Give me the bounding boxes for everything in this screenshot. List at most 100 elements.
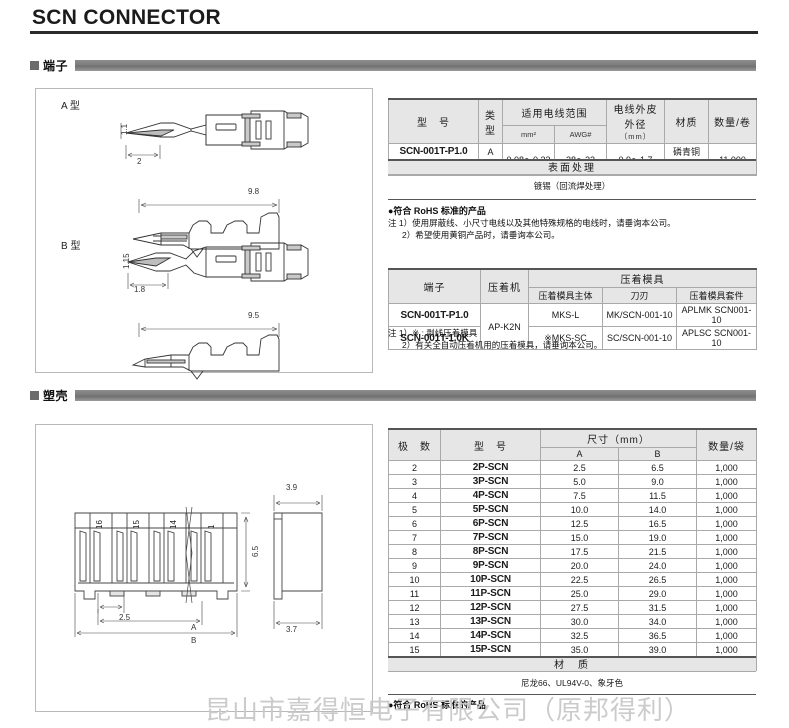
cell-size-a: 17.5 xyxy=(540,544,619,559)
dim-a-tip-width: 2 xyxy=(137,157,142,166)
cell-poles: 12 xyxy=(388,600,441,615)
watermark: 昆山市嘉得恒电子有限公司（原邦得利） xyxy=(205,696,692,725)
page-header: SCN CONNECTOR xyxy=(30,6,758,34)
section-header-housing: 塑壳 xyxy=(30,388,756,403)
dim-housing-b: B xyxy=(191,636,197,645)
cell-qty: 1,000 xyxy=(696,516,758,531)
cell-size-a: 12.5 xyxy=(540,516,619,531)
cell-poles: 2 xyxy=(388,460,441,475)
cell-part-no: 10P-SCN xyxy=(440,572,541,587)
terminal-b-side-view xyxy=(131,323,280,380)
cell-size-b: 39.0 xyxy=(617,642,698,657)
cell-qty: 1,000 xyxy=(696,586,758,601)
cell-part-no: 13P-SCN xyxy=(440,614,541,629)
dim-b-height: 1.15 xyxy=(122,253,131,269)
dim-housing-pitch: 2.5 xyxy=(119,613,131,622)
table-subheader-row: A B xyxy=(389,447,757,461)
table-header-row: 极 数 型 号 尺寸（mm） 数量/袋 xyxy=(388,428,758,461)
dim-housing-depth-bottom: 3.7 xyxy=(286,625,298,634)
th-insulation-od-unit: （mm） xyxy=(619,132,652,141)
cell-size-a: 22.5 xyxy=(540,572,619,587)
cell-poles: 3 xyxy=(388,474,441,489)
table-header-row: 端子 压着机 压着模具 xyxy=(388,268,758,304)
th-insulation-od: 电线外皮外径 （mm） xyxy=(606,98,665,144)
cell-part-no: 7P-SCN xyxy=(440,530,541,545)
housing-drawing-panel: 16 15 14 1 xyxy=(35,424,373,712)
housing-front-view: 16 15 14 1 xyxy=(74,495,323,637)
cell-poles: 10 xyxy=(388,572,441,587)
drawing-label-type-a: A 型 xyxy=(61,101,80,112)
cell-size-a: 5.0 xyxy=(540,474,619,489)
material-band: 材 质 xyxy=(388,656,756,672)
th-die-body: 压着模具主体 xyxy=(528,287,603,304)
cell-blade: MK/SCN-001-10 xyxy=(602,303,677,327)
cell-size-b: 24.0 xyxy=(617,558,698,573)
divider xyxy=(388,199,756,200)
th-die-set: 压着模具套件 xyxy=(675,287,758,304)
th-machine: 压着机 xyxy=(480,268,529,304)
th-size-b: B xyxy=(617,447,698,461)
cell-part-no: 14P-SCN xyxy=(440,628,541,643)
terminal-a-side-view xyxy=(132,199,280,258)
table-subheader-row: mm² AWG# xyxy=(389,125,757,144)
cell-part-no: SCN-001T-P1.0 xyxy=(388,143,479,160)
cell-part-no: 15P-SCN xyxy=(440,642,541,657)
cell-size-b: 19.0 xyxy=(617,530,698,545)
cell-qty: 1,000 xyxy=(696,558,758,573)
drawing-label-type-b: B 型 xyxy=(61,241,81,252)
rohs-note: ●符合 RoHS 标准的产品 xyxy=(388,206,486,216)
cell-poles: 6 xyxy=(388,516,441,531)
cell-poles: 15 xyxy=(388,642,441,657)
cell-qty: 1,000 xyxy=(696,600,758,615)
cell-size-b: 34.0 xyxy=(617,614,698,629)
cell-part-no: 2P-SCN xyxy=(440,460,541,475)
cell-size-a: 20.0 xyxy=(540,558,619,573)
th-wire-mm2: mm² xyxy=(502,125,555,144)
section-bar xyxy=(75,390,756,401)
pin-label-1: 1 xyxy=(207,524,216,529)
surface-treatment-band: 表面处理 xyxy=(388,159,756,175)
table-subheader-row: 压着模具主体 刀刃 压着模具套件 xyxy=(389,287,758,304)
th-wire-awg: AWG# xyxy=(554,125,607,144)
cell-qty: 1,000 xyxy=(696,614,758,629)
cell-size-a: 35.0 xyxy=(540,642,619,657)
dim-b-length: 9.5 xyxy=(248,311,260,320)
cell-size-b: 9.0 xyxy=(617,474,698,489)
cell-part-no: 3P-SCN xyxy=(440,474,541,489)
housing-notes: ●符合 RoHS 标准的产品 xyxy=(388,699,486,711)
surface-treatment-value: 镀锡（回流焊处理） xyxy=(533,181,611,191)
crimp-notes: 注 1）※ : 剥线压着模具 2）有关全自动压着机用的压着模具，请垂询本公司。 xyxy=(388,327,602,351)
cell-blade: SC/SCN-001-10 xyxy=(602,326,677,350)
crimp-tool-table: 端子 压着机 压着模具 压着模具主体 刀刃 压着模具套件 SCN-001T-P1… xyxy=(388,268,758,350)
cell-size-b: 26.5 xyxy=(617,572,698,587)
cell-poles: 9 xyxy=(388,558,441,573)
table-row: SCN-001T-P1.0 A 0.08～0.33 28～22 0.9～1.7 … xyxy=(388,143,757,176)
pin-label-14: 14 xyxy=(169,520,178,529)
section-label-terminal: 端子 xyxy=(43,59,69,73)
cell-size-a: 7.5 xyxy=(540,488,619,503)
cell-die-set: APLMK SCN001-10 xyxy=(675,303,758,327)
th-part-no: 型 号 xyxy=(440,428,541,461)
rohs-note: ●符合 RoHS 标准的产品 xyxy=(388,700,486,710)
dim-a-height: 1.1 xyxy=(120,123,129,135)
cell-qty: 1,000 xyxy=(696,488,758,503)
cell-poles: 4 xyxy=(388,488,441,503)
cell-poles: 7 xyxy=(388,530,441,545)
cell-qty: 1,000 xyxy=(696,460,758,475)
section-marker-icon xyxy=(30,391,39,400)
cell-qty: 1,000 xyxy=(696,502,758,517)
terminal-a-top-view xyxy=(120,110,309,159)
cell-poles: 14 xyxy=(388,628,441,643)
cell-size-a: 32.5 xyxy=(540,628,619,643)
cell-qty: 1,000 xyxy=(696,530,758,545)
cell-poles: 13 xyxy=(388,614,441,629)
cell-qty: 1,000 xyxy=(696,474,758,489)
